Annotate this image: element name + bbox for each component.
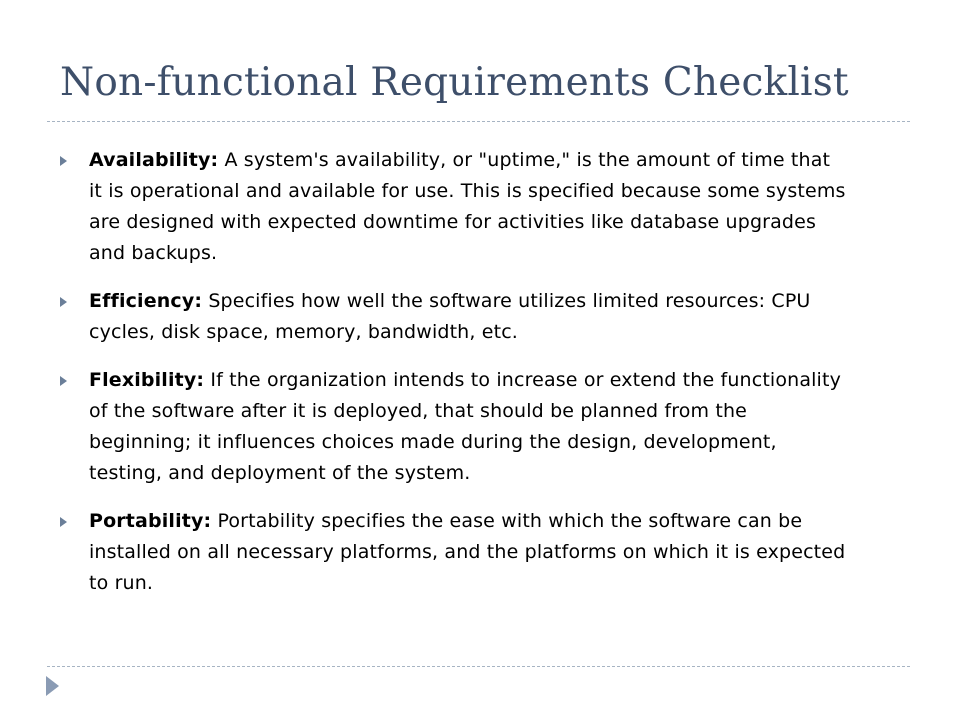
bullet-list: Availability: A system's availability, o… — [56, 145, 846, 616]
bullet-item-availability: Availability: A system's availability, o… — [56, 145, 846, 269]
triangle-right-icon — [60, 297, 67, 307]
title-divider — [47, 121, 910, 122]
triangle-right-icon — [46, 676, 59, 696]
bullet-item-flexibility: Flexibility: If the organization intends… — [56, 365, 846, 489]
bullet-term: Portability: — [89, 510, 212, 532]
triangle-right-icon — [60, 517, 67, 527]
bullet-term: Flexibility: — [89, 369, 205, 391]
bullet-text: Specifies how well the software utilizes… — [89, 290, 811, 343]
bullet-item-efficiency: Efficiency: Specifies how well the softw… — [56, 286, 846, 348]
footer-divider — [47, 666, 910, 667]
bullet-text: Portability specifies the ease with whic… — [89, 510, 846, 594]
bullet-term: Availability: — [89, 149, 219, 171]
triangle-right-icon — [60, 156, 67, 166]
bullet-term: Efficiency: — [89, 290, 203, 312]
bullet-text: If the organization intends to increase … — [89, 369, 841, 484]
triangle-right-icon — [60, 376, 67, 386]
bullet-text: A system's availability, or "uptime," is… — [89, 149, 846, 264]
bullet-item-portability: Portability: Portability specifies the e… — [56, 506, 846, 599]
slide-title: Non-functional Requirements Checklist — [60, 60, 849, 105]
